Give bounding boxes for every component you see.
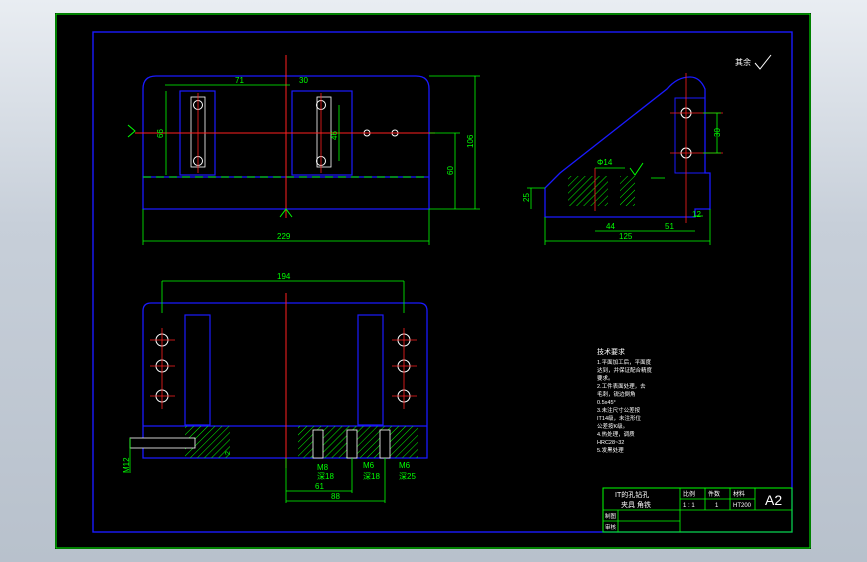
dim-25: 25 xyxy=(522,193,531,202)
tech-note-line: 要求。 xyxy=(597,374,614,382)
dim-m6-depth: 深18 xyxy=(363,472,380,481)
tech-note-line: 3.未注尺寸公差按 xyxy=(597,406,641,414)
dim-66: 66 xyxy=(156,129,165,138)
dim-30-side: 30 xyxy=(713,128,722,137)
front-bolt xyxy=(129,437,196,449)
checked-label: 审核 xyxy=(605,523,617,531)
col-material: 材料 xyxy=(733,490,745,498)
outer-frame xyxy=(55,13,811,549)
drawing-canvas: 其余 xyxy=(55,13,811,549)
dim-m6: M6 xyxy=(363,461,375,470)
tech-note-line: 1.平面加工后，平面度 xyxy=(597,358,652,366)
dim-61: 61 xyxy=(315,482,324,491)
inner-frame xyxy=(92,31,793,533)
side-hatch xyxy=(568,176,608,206)
dim-125: 125 xyxy=(619,232,633,241)
top-view-outline xyxy=(142,75,430,210)
front-view: 194 M12 2 M8 深18 M6 深18 M6 深25 61 88 xyxy=(122,272,428,503)
part-name-2: 夹具 角铁 xyxy=(621,500,651,509)
col-scale: 比例 xyxy=(683,490,695,498)
thread-hole xyxy=(379,429,391,459)
tech-notes-title: 技术要求 xyxy=(597,347,625,356)
tech-note-line: 达到，并保证配合精度 xyxy=(597,366,653,374)
front-rib-right xyxy=(357,314,384,426)
tech-note-line: 4.热处理，调质 xyxy=(597,430,635,438)
drawn-label: 制图 xyxy=(605,512,617,520)
dim-229: 229 xyxy=(277,232,291,241)
drawing-sheet: 其余 xyxy=(55,13,811,549)
tech-note-line: IT14级，未注形位 xyxy=(597,414,642,422)
roughness-mark xyxy=(629,162,644,176)
dim-60: 60 xyxy=(446,166,455,175)
tech-note-line: 2.工件表面处理，去 xyxy=(597,382,646,390)
dim-88: 88 xyxy=(331,492,340,501)
side-hatch xyxy=(620,176,635,206)
part-name-1: IT的孔钻孔 xyxy=(615,490,649,499)
dim-12: 12 xyxy=(692,210,701,219)
dim-m8: M8 xyxy=(317,463,329,472)
side-view-outline xyxy=(544,76,711,218)
dim-46: 46 xyxy=(330,131,339,140)
dim-106: 106 xyxy=(466,134,475,148)
thread-hole xyxy=(346,429,358,459)
thread-hole xyxy=(312,429,324,459)
col-qty: 件数 xyxy=(708,490,720,498)
roughness-symbol xyxy=(754,54,772,70)
tech-note-line: HRC28~32 xyxy=(597,440,624,446)
tech-note-line: 0.5x45° xyxy=(597,400,616,406)
tech-note-line: 毛刺，锐边倒角 xyxy=(597,390,636,398)
tech-notes: 技术要求 1.平面加工后，平面度 达到，并保证配合精度 要求。 2.工件表面处理… xyxy=(597,347,653,454)
top-slot-right-inner xyxy=(316,96,332,168)
dim-44: 44 xyxy=(606,222,615,231)
dim-71: 71 xyxy=(235,76,244,85)
top-view: 71 30 66 46 106 60 229 xyxy=(127,55,480,245)
scale-value: 1 : 1 xyxy=(683,503,695,509)
front-rib-left xyxy=(184,314,211,426)
dim-194: 194 xyxy=(277,272,291,281)
dim-phi14: Φ14 xyxy=(597,158,613,167)
qty-value: 1 xyxy=(715,503,719,509)
dim-m12: M12 xyxy=(122,457,131,473)
dim-51: 51 xyxy=(665,222,674,231)
tech-note-line: 公差按K级。 xyxy=(597,422,628,430)
sheet-size: A2 xyxy=(765,492,782,508)
roughness-mark xyxy=(127,124,136,138)
dim-2: 2 xyxy=(225,451,232,455)
roughness-note: 其余 xyxy=(735,57,751,67)
side-view: 30 Φ14 25 44 51 xyxy=(522,73,723,245)
front-view-outline xyxy=(142,302,428,459)
dim-m8-depth: 深18 xyxy=(317,472,334,481)
dim-m6b: M6 xyxy=(399,461,411,470)
tech-note-line: 5.发黑处理 xyxy=(597,446,624,454)
side-upright xyxy=(674,97,706,174)
material-value: HT200 xyxy=(733,503,752,509)
title-block: IT的孔钻孔 夹具 角铁 比例 件数 材料 1 : 1 1 HT200 A2 制… xyxy=(602,487,793,533)
dim-m6b-depth: 深25 xyxy=(399,472,416,481)
dim-30: 30 xyxy=(299,76,308,85)
roughness-mark xyxy=(279,208,293,218)
